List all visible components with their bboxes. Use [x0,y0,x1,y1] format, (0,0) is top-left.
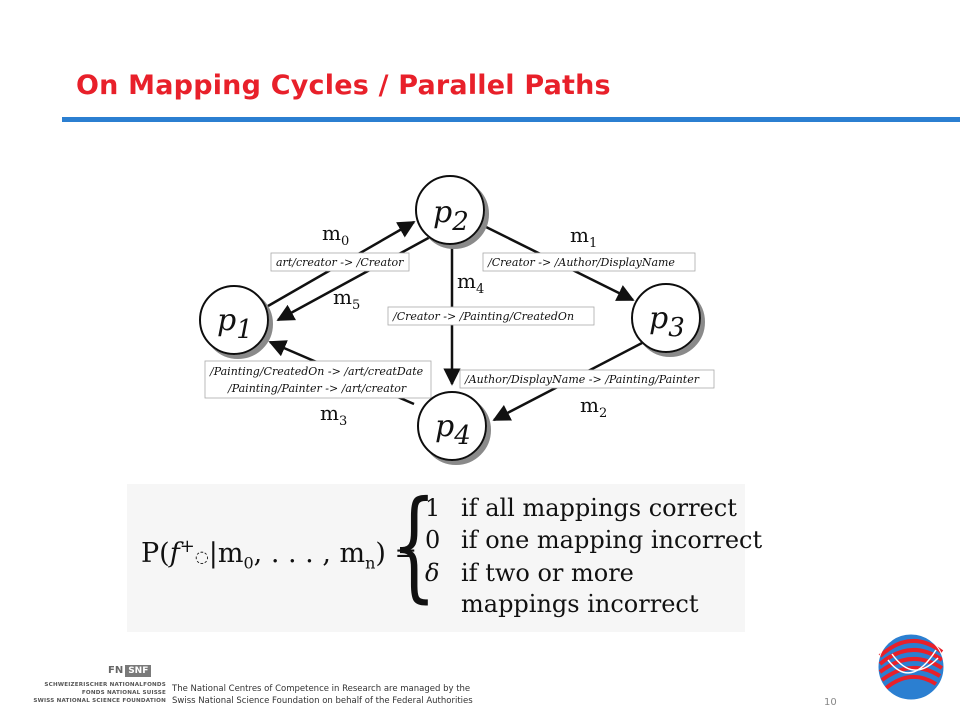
case-text-4: mappings incorrect [461,590,699,618]
node-p1: p1 [199,285,269,355]
mapping-label-m1: m1 [570,223,597,251]
footer-note: The National Centres of Competence in Re… [172,684,473,706]
formula-lhs: P(f+◌|m0, . . . , mn) = [141,536,418,573]
mapping-label-m0: m0 [322,221,349,249]
title-rule [62,117,960,122]
case-text-2: if one mapping incorrect [461,526,763,554]
svg-text:p4: p4 [435,409,471,451]
mapping-label-m2: m2 [580,393,607,421]
probability-formula: P(f+◌|m0, . . . , mn) = { 1 if all mappi… [127,476,762,632]
formula-brace: { [391,476,437,615]
mapping-label-m5: m5 [333,285,360,313]
mapping-label-m4: m4 [457,269,484,297]
case-text-1: if all mappings correct [461,494,737,522]
page-number: 10 [824,697,837,708]
svg-text:p2: p2 [433,195,469,237]
svg-text:p1: p1 [217,303,253,345]
edge-m5 [276,234,433,322]
case-value-1: 1 [425,494,441,522]
edge-label-m4: /Creator -> /Painting/CreatedOn [392,310,574,323]
node-p3: p3 [631,283,701,353]
nccr-logo [877,633,945,701]
node-p2: p2 [415,175,485,245]
node-p4: p4 [417,391,487,461]
case-text-3: if two or more [461,559,634,587]
edge-label-m2: /Author/DisplayName -> /Painting/Painter [464,373,700,386]
svg-text:p3: p3 [649,301,685,343]
edge-label-m3a: /Painting/CreatedOn -> /art/creatDate [209,365,424,378]
edge-label-m1: /Creator -> /Author/DisplayName [487,256,675,269]
edge-label-m0: art/creator -> /Creator [276,256,404,269]
edge-label-m3b: /Painting/Painter -> /art/creator [227,382,407,395]
mapping-label-m3: m3 [320,401,347,429]
case-value-2: 0 [425,526,441,554]
case-value-3: δ [425,559,440,587]
slide-title: On Mapping Cycles / Parallel Paths [76,70,611,101]
snf-logo-text: Schweizerischer Nationalfonds Fonds nati… [33,682,166,704]
